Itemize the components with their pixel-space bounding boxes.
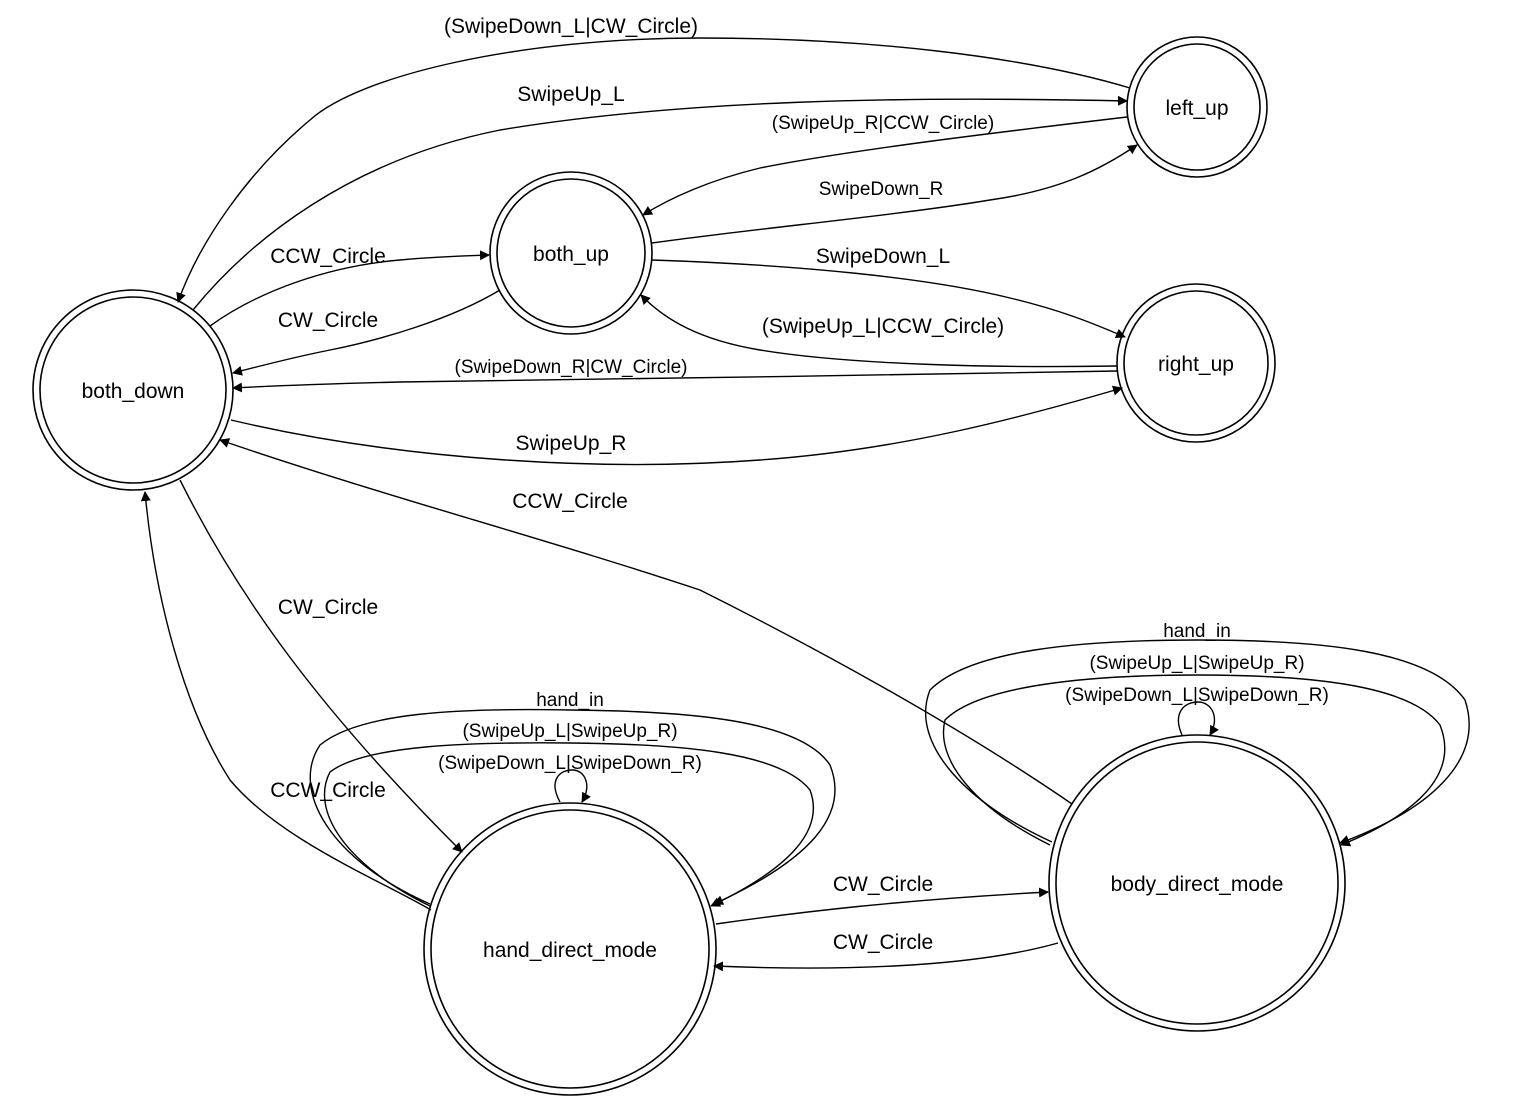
edge-both-down-to-both-up-line [209,250,490,327]
edge-right-up-to-both-down[interactable]: (SwipeDown_R|CW_Circle) [232,357,1118,393]
edge-both-down-to-hand-direct-mode-label: CW_Circle [278,596,378,619]
edge-body-direct-mode-self-swipedown-label: (SwipeDown_L|SwipeDown_R) [1065,685,1329,706]
state-both-up-outer-ring [489,171,653,335]
edge-right-up-to-both-down-line [232,370,1118,393]
edge-both-up-to-left-up-line [651,144,1138,244]
state-hand-direct-mode-label: hand_direct_mode [483,939,657,962]
edge-both-down-to-right-up[interactable]: SwipeUp_R [230,385,1123,466]
edge-body-direct-mode-self-hand-in-label: hand_in [1163,621,1231,642]
edge-body-direct-mode-self-hand-in[interactable]: hand_in [925,621,1470,845]
edge-hand-direct-mode-self-swipeup[interactable]: (SwipeUp_L|SwipeUp_R) [323,721,815,907]
edge-body-direct-mode-to-hand-direct-mode-label: CW_Circle [833,931,933,954]
edge-both-down-to-right-up-line [230,385,1123,466]
state-left-up-outer-ring [1126,36,1268,178]
state-both-up-label: both_up [533,243,609,266]
edge-body-direct-mode-self-swipeup-line [942,674,1446,847]
edge-both-up-to-right-up-label: SwipeDown_L [816,245,950,268]
edge-left-up-to-both-up-label: (SwipeUp_R|CCW_Circle) [772,113,994,134]
state-body-direct-mode-inner-ring [1055,741,1339,1025]
edge-hand-direct-mode-to-body-direct-mode[interactable]: CW_Circle [715,873,1049,925]
state-hand-direct-mode[interactable]: hand_direct_mode [423,802,717,1096]
state-right-up-inner-ring [1123,290,1269,436]
edge-hand-direct-mode-self-hand-in[interactable]: hand_in [309,690,836,905]
edge-body-direct-mode-to-hand-direct-mode-line [713,942,1059,972]
edge-both-down-to-both-up-label: CCW_Circle [270,245,386,268]
state-body-direct-mode-label: body_direct_mode [1111,873,1284,896]
state-right-up[interactable]: right_up [1116,283,1276,443]
edge-right-up-to-both-up-line [640,294,1118,368]
state-left-up-inner-ring [1133,43,1261,171]
edge-hand-direct-mode-self-swipedown-label: (SwipeDown_L|SwipeDown_R) [438,753,702,774]
edge-both-up-to-left-up-label: SwipeDown_R [819,179,944,200]
edge-left-up-to-both-down[interactable]: (SwipeDown_L|CW_Circle) [176,15,1131,303]
edge-body-direct-mode-self-swipedown-line [1177,701,1219,736]
edge-both-down-to-left-up[interactable]: SwipeUp_L [192,83,1128,311]
edge-both-down-to-both-up[interactable]: CCW_Circle [209,245,490,327]
edge-both-down-to-hand-direct-mode-line [179,479,463,853]
edge-hand-direct-mode-self-swipedown[interactable]: (SwipeDown_L|SwipeDown_R) [438,753,702,803]
state-left-up[interactable]: left_up [1126,36,1268,178]
state-hand-direct-mode-outer-ring [423,802,717,1096]
edge-body-direct-mode-to-both-down-label: CCW_Circle [512,490,628,513]
edge-hand-direct-mode-to-body-direct-mode-line [715,887,1049,925]
edge-hand-direct-mode-self-hand-in-line [309,708,836,905]
edge-both-down-to-left-up-label: SwipeUp_L [517,83,624,106]
edge-left-up-to-both-down-label: (SwipeDown_L|CW_Circle) [444,15,698,38]
state-body-direct-mode[interactable]: body_direct_mode [1048,734,1346,1032]
state-body-direct-mode-outer-ring [1048,734,1346,1032]
edge-both-down-to-right-up-label: SwipeUp_R [516,432,627,455]
state-both-up[interactable]: both_up [489,171,653,335]
edge-both-up-to-both-down-label: CW_Circle [278,309,378,332]
edge-body-direct-mode-self-swipeup-label: (SwipeUp_L|SwipeUp_R) [1089,653,1304,674]
state-right-up-outer-ring [1116,283,1276,443]
state-both-down-label: both_down [82,380,185,403]
edge-body-direct-mode-self-hand-in-line [925,639,1470,845]
state-hand-direct-mode-inner-ring [430,809,710,1089]
edge-both-up-to-both-down[interactable]: CW_Circle [232,289,501,376]
edge-left-up-to-both-down-line [176,37,1131,303]
edge-body-direct-mode-self-swipedown[interactable]: (SwipeDown_L|SwipeDown_R) [1065,685,1329,736]
edge-hand-direct-mode-self-hand-in-label: hand_in [536,690,604,711]
edge-right-up-to-both-up-label: (SwipeUp_L|CCW_Circle) [762,315,1004,338]
edge-both-up-to-left-up[interactable]: SwipeDown_R [651,144,1138,244]
state-left-up-label: left_up [1165,97,1228,120]
edge-left-up-to-both-up[interactable]: (SwipeUp_R|CCW_Circle) [642,113,1128,216]
edge-hand-direct-mode-self-swipeup-line [323,742,815,907]
edge-body-direct-mode-to-both-down[interactable]: CCW_Circle [219,438,1073,805]
edge-hand-direct-mode-to-both-down[interactable]: CCW_Circle [140,491,432,911]
state-right-up-label: right_up [1158,353,1234,376]
edge-hand-direct-mode-to-body-direct-mode-label: CW_Circle [833,873,933,896]
edge-both-up-to-right-up-line [651,259,1126,339]
edge-both-up-to-right-up[interactable]: SwipeDown_L [651,245,1126,339]
edge-hand-direct-mode-to-both-down-line [140,491,432,911]
edge-both-down-to-left-up-line [192,95,1128,311]
edge-hand-direct-mode-self-swipedown-line [554,769,591,803]
edge-right-up-to-both-down-label: (SwipeDown_R|CW_Circle) [455,357,688,378]
edge-body-direct-mode-to-hand-direct-mode[interactable]: CW_Circle [713,931,1059,972]
edge-hand-direct-mode-self-swipeup-label: (SwipeUp_L|SwipeUp_R) [462,721,677,742]
edge-both-up-to-both-down-line [232,289,501,376]
edge-hand-direct-mode-to-both-down-label: CCW_Circle [270,779,386,802]
edge-both-down-to-hand-direct-mode[interactable]: CW_Circle [179,479,463,853]
edge-body-direct-mode-to-both-down-line [219,438,1073,805]
state-both-down-inner-ring [39,296,227,484]
state-both-up-inner-ring [496,178,646,328]
edge-body-direct-mode-self-swipeup[interactable]: (SwipeUp_L|SwipeUp_R) [942,653,1446,847]
edge-right-up-to-both-up[interactable]: (SwipeUp_L|CCW_Circle) [640,294,1118,368]
edge-left-up-to-both-up-line [642,116,1128,216]
state-both-down[interactable]: both_down [32,289,234,491]
